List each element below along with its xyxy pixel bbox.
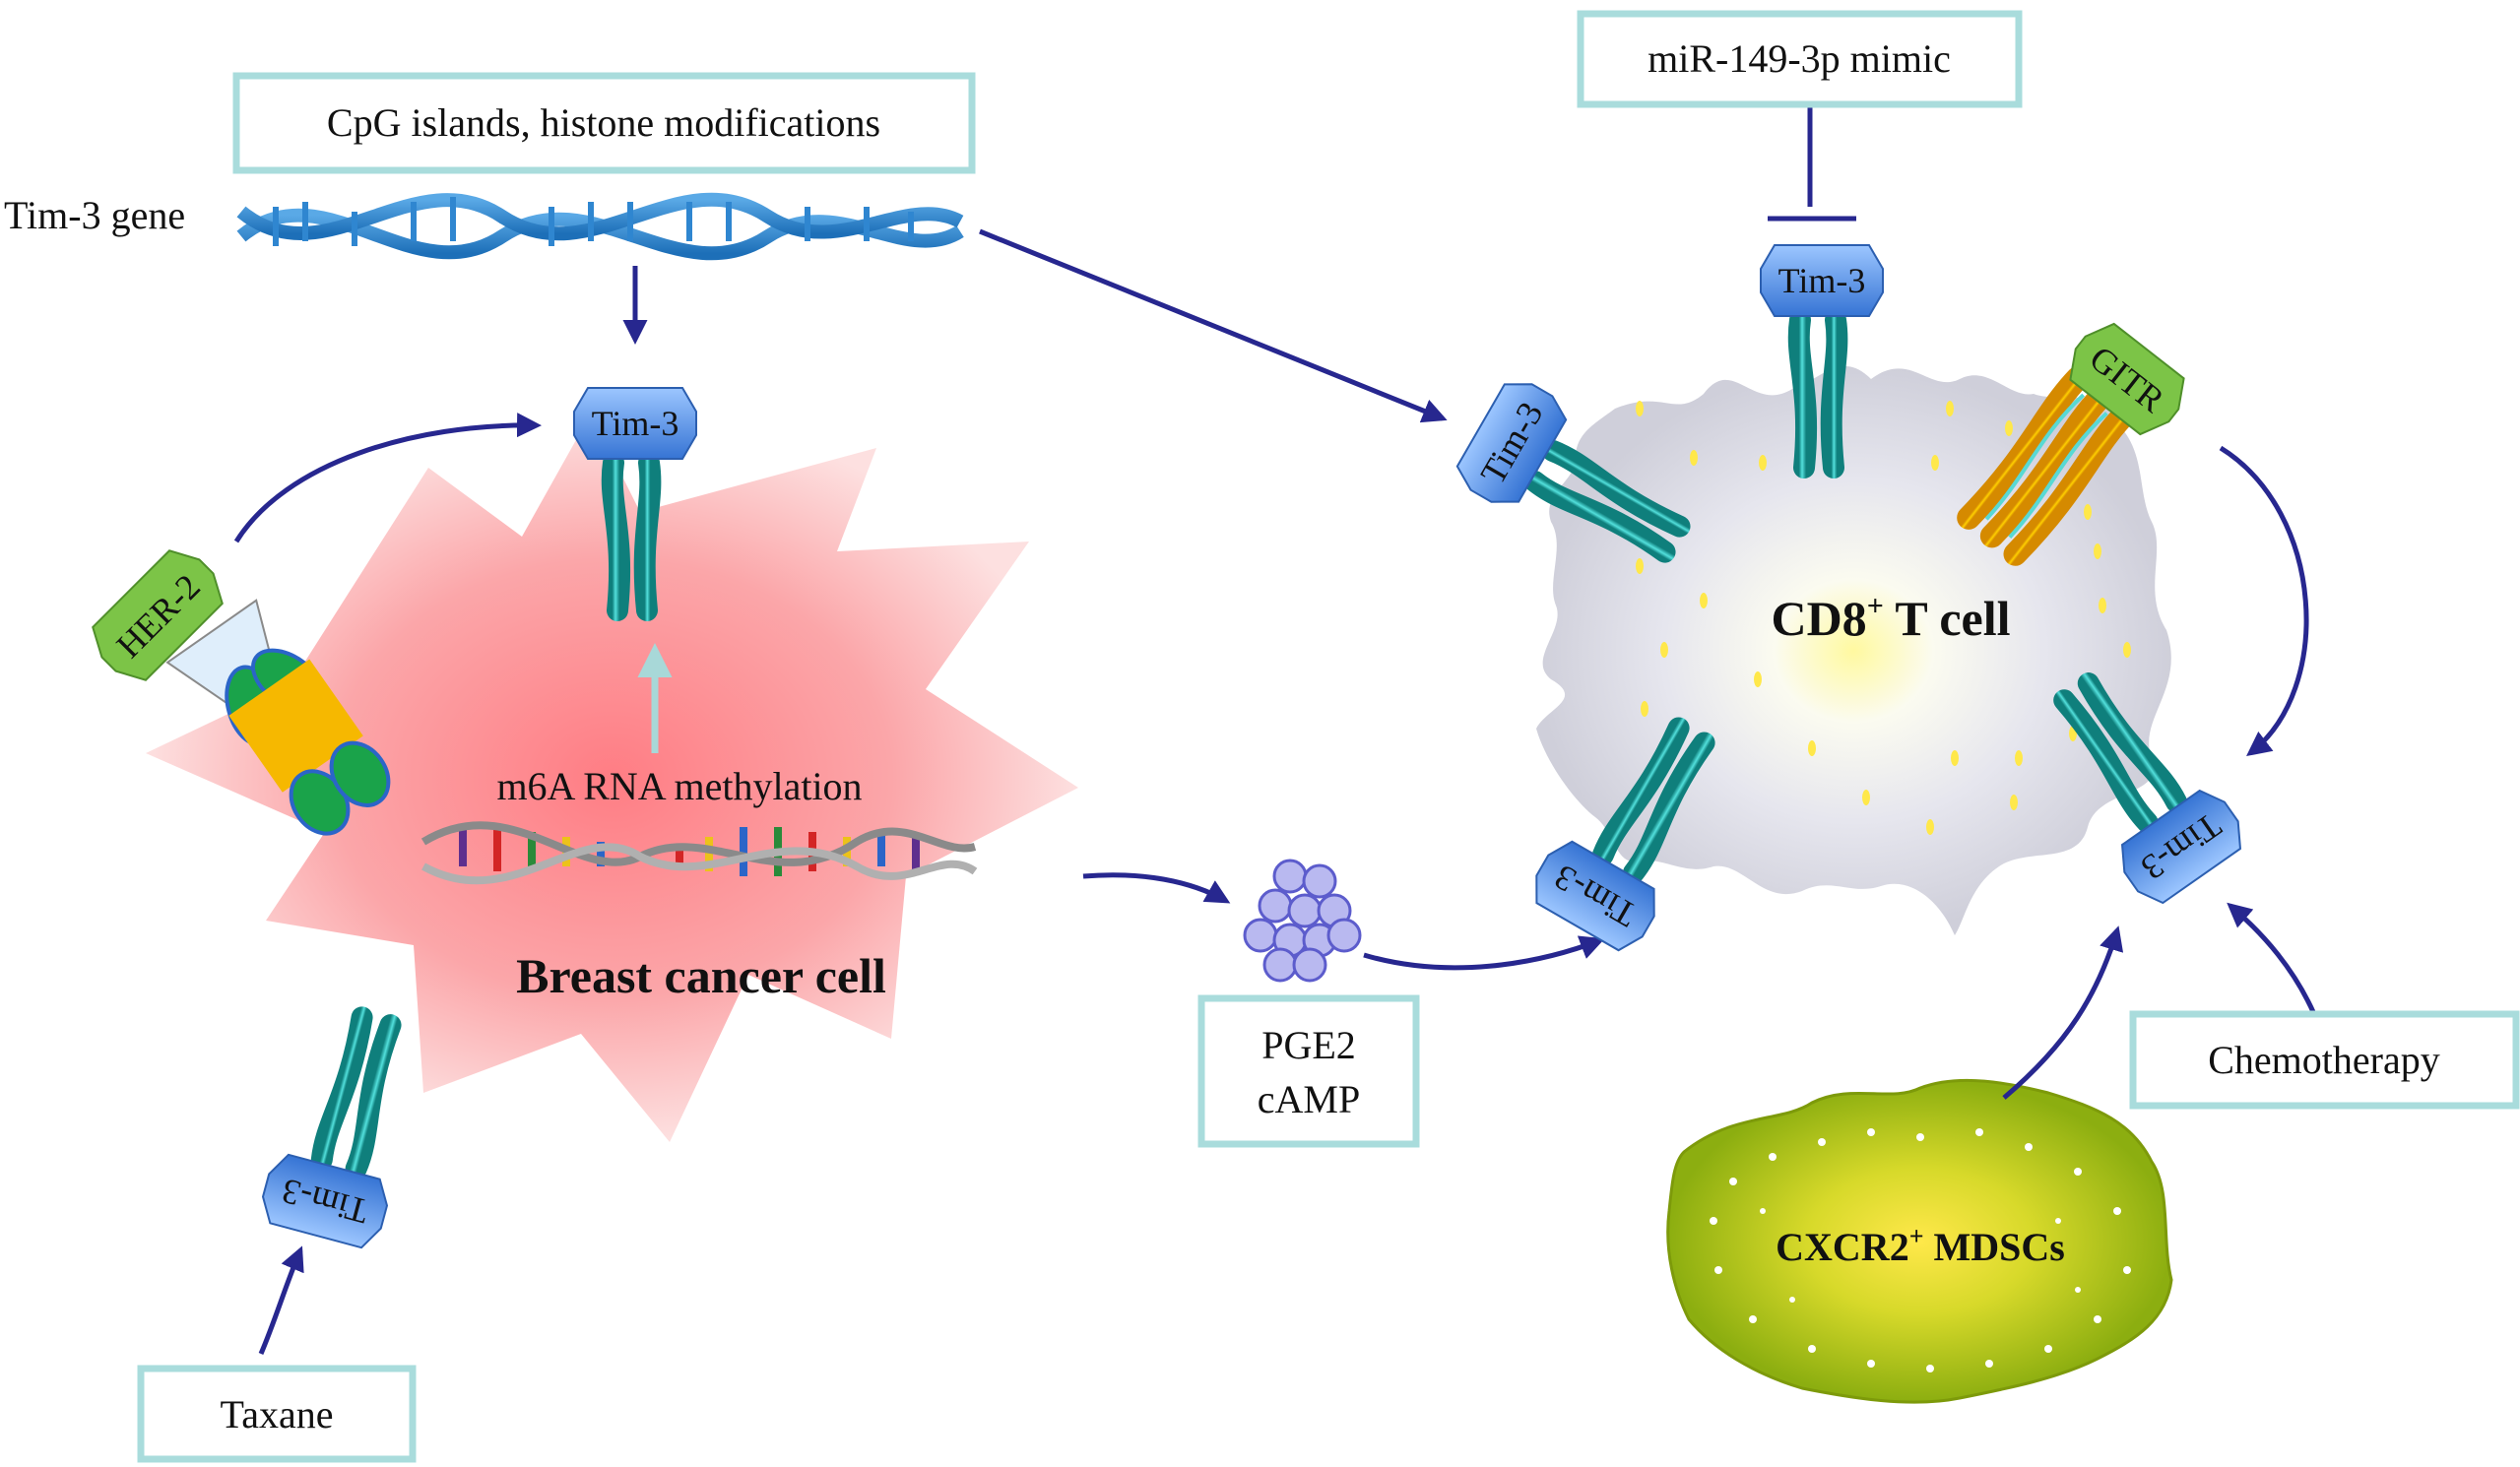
- cd8-t-cell-label: CD8+ T cell: [1771, 590, 2010, 646]
- box-mir: miR-149-3p mimic: [1577, 10, 2023, 108]
- mdsc-label: CXCR2+ MDSCs: [1776, 1222, 2065, 1269]
- her2-receptor: [165, 599, 391, 836]
- arrow-taxane-to-tim3: [258, 1245, 304, 1355]
- box-pge2-line2: cAMP: [1258, 1077, 1360, 1121]
- cd8-sup: +: [1867, 590, 1884, 622]
- box-epigenetic: CpG islands, histone modifications: [232, 72, 976, 174]
- arrow-cancer-to-pge2: [1082, 872, 1231, 904]
- arrow-dna-to-tcell-tim3: [979, 228, 1448, 423]
- box-taxane: Taxane: [137, 1365, 417, 1463]
- pge2-molecules: [1243, 859, 1362, 983]
- m6a-rna-helix: [420, 821, 978, 885]
- arrows: [233, 103, 2317, 1355]
- box-mir-text: miR-149-3p mimic: [1648, 36, 1951, 81]
- cd8-t-cell-shape: [1536, 366, 2171, 935]
- tim3-label: Tim-3: [592, 404, 679, 443]
- box-chemo-text: Chemotherapy: [2208, 1038, 2440, 1082]
- mdsc-granules: [1710, 1128, 2131, 1372]
- mdsc-prefix: CXCR2: [1776, 1225, 1909, 1269]
- mdsc-sup: +: [1909, 1222, 1924, 1250]
- tim3-receptor-tcell-top: Tim-3: [1760, 244, 1884, 468]
- breast-cancer-label: Breast cancer cell: [516, 948, 886, 1003]
- arrow-gitr-to-tim3: [2219, 445, 2309, 757]
- m6a-label: m6A RNA methylation: [496, 764, 862, 808]
- tim3-gene-dna: [236, 192, 964, 261]
- arrow-her2-to-tim3: [233, 413, 542, 543]
- mdsc-suffix: MDSCs: [1924, 1225, 2065, 1269]
- tim3-gene-label: Tim-3 gene: [4, 193, 185, 237]
- arrow-mdsc-to-tim3: [2002, 925, 2124, 1100]
- box-pge2: PGE2 cAMP: [1197, 994, 1420, 1148]
- cd8-suffix: T cell: [1884, 591, 2011, 646]
- box-pge2-line1: PGE2: [1261, 1023, 1356, 1067]
- arrow-chemo-to-tim3: [2227, 902, 2317, 1016]
- tim3-receptor-cancer-top: Tim-3: [573, 387, 697, 610]
- breast-cancer-cell-shape: [146, 414, 1078, 1142]
- box-epigenetic-text: CpG islands, histone modifications: [327, 100, 880, 145]
- box-chemo: Chemotherapy: [2129, 1010, 2520, 1110]
- arrow-pge2-to-tcell-tim3: [1363, 935, 1605, 971]
- tim3-label: Tim-3: [1778, 261, 1866, 300]
- mdsc-cell-shape: [1666, 1078, 2173, 1404]
- tim3-receptor-cancer-bottom: Tim-3: [255, 1004, 432, 1252]
- box-taxane-text: Taxane: [221, 1392, 334, 1436]
- cd8-prefix: CD8: [1771, 591, 1866, 646]
